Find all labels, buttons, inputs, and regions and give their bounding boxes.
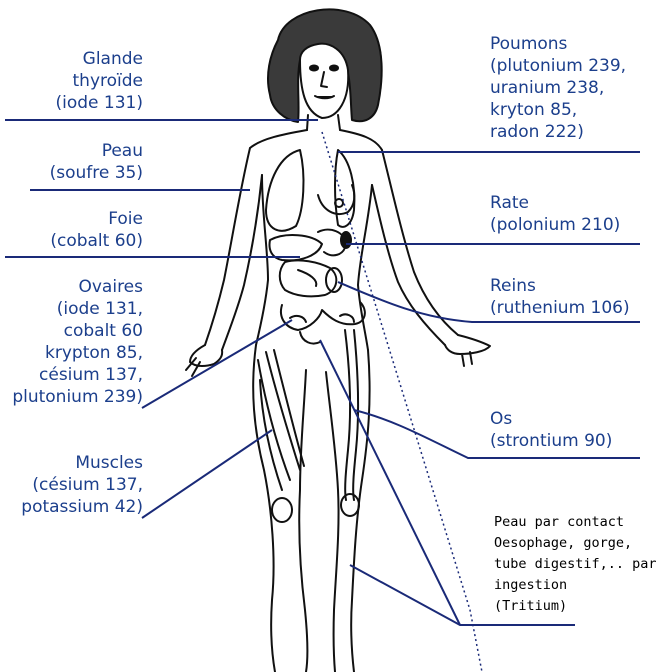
tritium-note: Peau par contact Oesophage, gorge, tube … [494,512,657,617]
lung-left [266,150,303,231]
spleen [341,232,351,248]
shoulders [250,130,382,150]
label-poumons-iso4: radon 222) [490,121,626,143]
label-ovaires-iso1: (iode 131, [12,298,143,320]
ovaries [290,314,354,322]
label-rate: Rate (polonium 210) [490,192,620,236]
label-reins: Reins (ruthenium 106) [490,275,630,319]
label-thyroide-name2: thyroïde [56,70,144,92]
label-muscles-iso2: potassium 42) [21,496,143,518]
arm-left [205,148,262,350]
label-thyroide-isotope: (iode 131) [56,92,144,114]
label-os: Os (strontium 90) [490,408,612,452]
label-foie-isotope: (cobalt 60) [50,230,143,252]
label-os-name: Os [490,408,612,430]
hand-right [445,335,490,366]
note-line-5: (Tritium) [494,596,657,617]
lung-right [335,150,354,227]
label-thyroide: Glande thyroïde (iode 131) [56,48,144,114]
label-ovaires-iso3: krypton 85, [12,342,143,364]
label-foie: Foie (cobalt 60) [50,208,143,252]
label-rate-isotope: (polonium 210) [490,214,620,236]
arm-right [372,150,458,345]
eye-left [310,66,318,71]
label-peau-name: Peau [50,140,143,162]
label-thyroide-name: Glande [56,48,144,70]
label-os-isotope: (strontium 90) [490,430,612,452]
label-poumons-iso3: kryton 85, [490,99,626,121]
mouth [315,96,334,98]
label-rate-name: Rate [490,192,620,214]
label-foie-name: Foie [50,208,143,230]
eye-right [330,66,338,71]
label-reins-name: Reins [490,275,630,297]
intestines [280,260,337,296]
note-line-4: ingestion [494,575,657,596]
human-figure [186,9,490,672]
pelvis [281,302,365,344]
label-peau: Peau (soufre 35) [50,140,143,184]
label-ovaires-iso4: césium 137, [12,364,143,386]
label-poumons-iso2: uranium 238, [490,77,626,99]
label-poumons-name: Poumons [490,33,626,55]
label-ovaires-iso2: cobalt 60 [12,320,143,342]
thigh-muscles [258,350,304,490]
note-line-2: Oesophage, gorge, [494,533,657,554]
note-line-1: Peau par contact [494,512,657,533]
line-tritium-1 [320,340,460,625]
face [300,44,348,118]
knee-left [272,498,292,522]
line-muscles [142,430,272,518]
label-muscles-iso1: (césium 137, [21,474,143,496]
label-poumons-iso1: (plutonium 239, [490,55,626,77]
label-muscles-name: Muscles [21,452,143,474]
label-ovaires-name: Ovaires [12,276,143,298]
knee [341,494,359,516]
label-reins-isotope: (ruthenium 106) [490,297,630,319]
label-muscles: Muscles (césium 137, potassium 42) [21,452,143,518]
label-ovaires-iso5: plutonium 239) [12,386,143,408]
label-poumons: Poumons (plutonium 239, uranium 238, kry… [490,33,626,143]
label-ovaires: Ovaires (iode 131, cobalt 60 krypton 85,… [12,276,143,408]
note-line-3: tube digestif,.. par [494,554,657,575]
label-peau-isotope: (soufre 35) [50,162,143,184]
